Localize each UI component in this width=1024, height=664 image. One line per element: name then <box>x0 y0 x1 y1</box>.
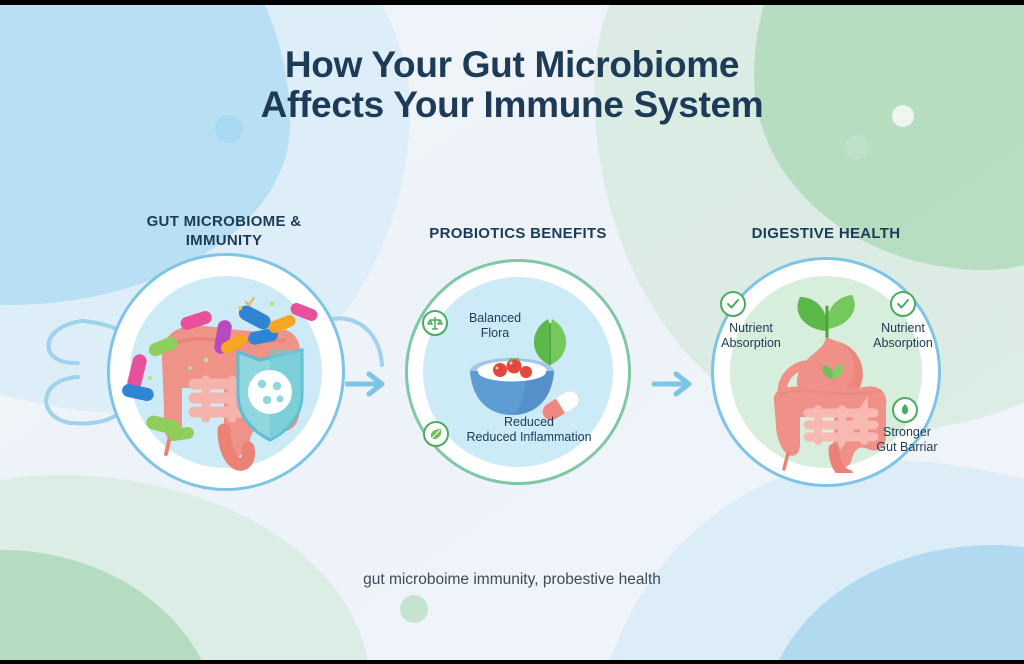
intestines-with-bacteria-and-shield-illustration <box>122 297 318 471</box>
label-reduced-inflammation-line-1: Reduced <box>503 415 555 429</box>
panel-digestive-health: DIGESTIVE HEALTH <box>700 225 952 515</box>
label-balanced-flora: Balanced Flora <box>452 311 538 341</box>
balance-scale-icon-badge <box>422 310 448 336</box>
background-dot-bottom-left <box>400 595 428 623</box>
label-stronger-gut-barrier-line-2: Gut Barriar <box>876 440 938 454</box>
label-nutrient-absorption-left: Nutrient Absorption <box>696 321 806 351</box>
panel-1-heading-line-2: IMMUNITY <box>185 231 263 249</box>
background-blob-bottom-left-inner <box>0 550 220 660</box>
caption-text: gut microboime immunity, probestive heal… <box>363 571 661 588</box>
background-blob-bottom-right-inner <box>764 545 1024 660</box>
label-balanced-flora-line-2: Flora <box>480 326 510 340</box>
check-leaf-icon <box>727 299 739 309</box>
check-leaf-icon <box>897 299 909 309</box>
label-stronger-gut-barrier: Stronger Gut Barriar <box>852 425 962 455</box>
label-nutrient-absorption-left-line-1: Nutrient <box>729 321 773 335</box>
panel-3-heading: DIGESTIVE HEALTH <box>700 225 952 244</box>
leaf-decoration-icon <box>533 319 567 365</box>
label-nutrient-absorption-right-line-1: Nutrient <box>881 321 925 335</box>
leaf-icon-badge <box>423 421 449 447</box>
balance-scale-icon <box>427 317 443 330</box>
check-leaf-icon-badge-left <box>720 291 746 317</box>
panel-3-heading-line-1: DIGESTIVE HEALTH <box>751 225 901 242</box>
panel-1-heading: GUT MICROBIOME & IMMUNITY <box>78 213 370 251</box>
label-nutrient-absorption-right: Nutrient Absorption <box>848 321 958 351</box>
infographic-body: How Your Gut Microbiome Affects Your Imm… <box>0 5 1024 660</box>
letterbox-top <box>0 0 1024 5</box>
panel-1-heading-line-1: GUT MICROBIOME & <box>146 213 302 230</box>
check-leaf-icon-badge-right <box>890 291 916 317</box>
label-nutrient-absorption-right-line-2: Absorption <box>873 336 933 350</box>
label-reduced-inflammation-line-2: Reduced Inflammation <box>466 430 592 444</box>
panel-2-heading-line-1: PROBIOTICS BENEFITS <box>429 225 607 242</box>
yogurt-bowl-with-berries-and-capsule-illustration <box>470 357 580 422</box>
page-title-line-1: How Your Gut Microbiome <box>284 44 740 85</box>
page-title-line-2: Affects Your Immune System <box>260 83 764 125</box>
shield-leaf-icon-badge <box>892 397 918 423</box>
letterbox-bottom <box>0 660 1024 664</box>
shield-leaf-icon <box>901 404 909 415</box>
panel-probiotics-benefits: PROBIOTICS BENEFITS <box>392 225 644 515</box>
label-reduced-inflammation: Reduced Reduced Inflammation <box>440 415 618 445</box>
panel-2-heading: PROBIOTICS BENEFITS <box>392 225 644 244</box>
leaf-icon <box>430 429 442 440</box>
background-dot-top-right-green <box>845 135 869 159</box>
panel-gut-microbiome-immunity: GUT MICROBIOME & IMMUNITY <box>78 213 370 513</box>
label-balanced-flora-line-1: Balanced <box>468 311 522 325</box>
arrow-panel2-to-panel3 <box>652 371 692 397</box>
page-title: How Your Gut Microbiome Affects Your Imm… <box>0 45 1024 125</box>
label-stronger-gut-barrier-line-1: Stronger <box>883 425 931 439</box>
label-nutrient-absorption-left-line-2: Absorption <box>721 336 781 350</box>
